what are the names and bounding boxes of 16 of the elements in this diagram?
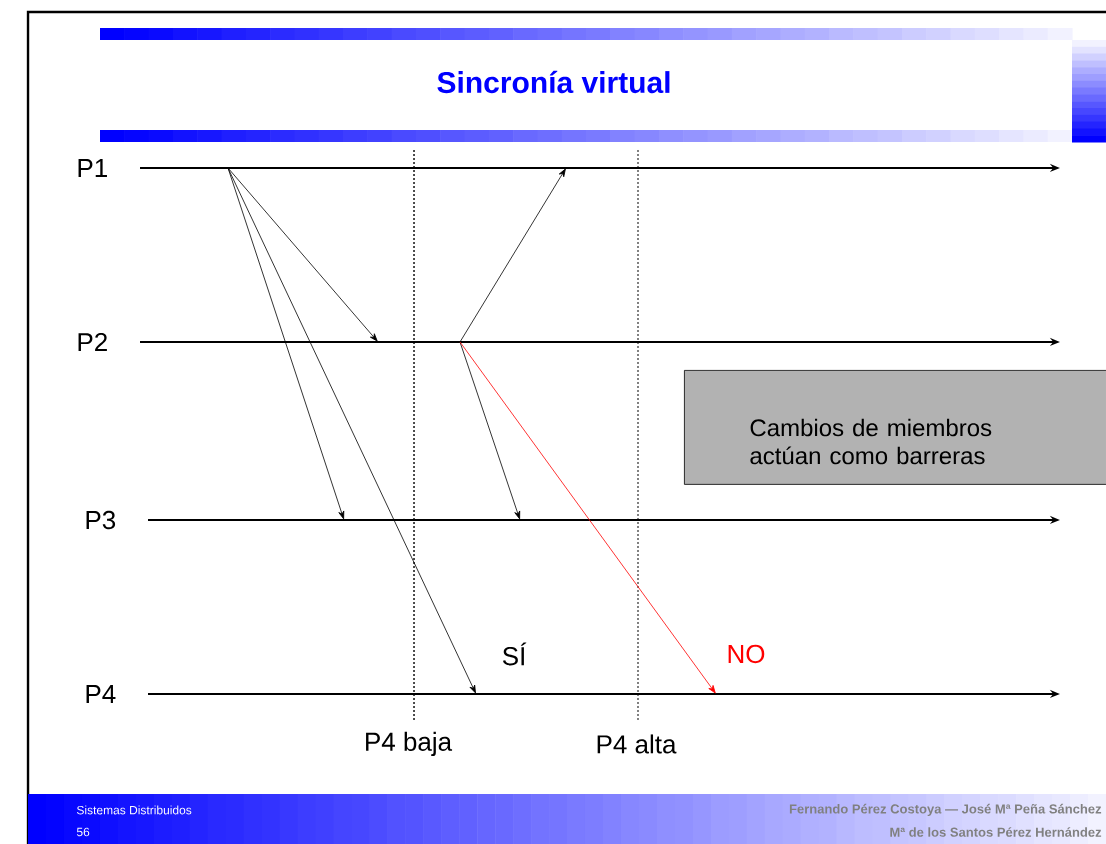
slide-title: Sincronía virtual — [437, 70, 670, 94]
node-label: P4 — [86, 685, 116, 703]
note-box: Cambios de miembros actúan como barreras — [684, 370, 1106, 485]
message-arrow — [459, 341, 521, 520]
message-arrow — [227, 167, 378, 342]
barrier-label: P4 alta — [597, 734, 677, 754]
edge-label: NO — [724, 642, 768, 666]
node-label: P2 — [78, 332, 107, 352]
node-label: P3 — [86, 510, 116, 530]
barrier-label: P4 baja — [366, 731, 453, 757]
message-arrow — [227, 167, 345, 520]
message-arrow — [227, 167, 476, 694]
message-arrow — [459, 341, 716, 694]
message-arrow — [459, 168, 566, 343]
edge-label: SÍ — [499, 640, 529, 668]
node-label: P1 — [78, 159, 107, 177]
